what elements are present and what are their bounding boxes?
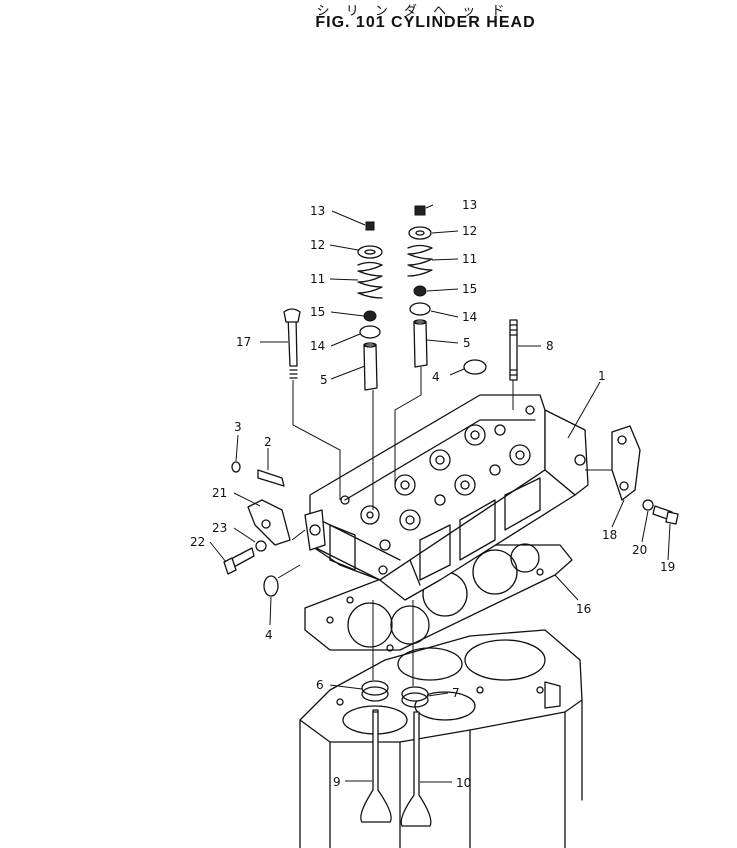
seal-ring-upper xyxy=(463,359,487,375)
callout-12-right: 12 xyxy=(462,224,477,238)
valve-stack-left xyxy=(357,221,383,391)
callout-2: 2 xyxy=(264,435,272,449)
callout-1: 1 xyxy=(598,369,606,383)
cylinder-head xyxy=(304,394,589,601)
callout-15-left: 15 xyxy=(310,305,325,319)
callout-18: 18 xyxy=(602,528,617,542)
callout-5-left: 5 xyxy=(320,373,328,387)
pipe xyxy=(257,469,285,487)
dowel-pin xyxy=(231,461,241,473)
callout-13-right: 13 xyxy=(462,198,477,212)
valve-stack-right xyxy=(407,205,433,368)
intake-valve xyxy=(360,709,392,823)
washer-right xyxy=(642,499,654,511)
callout-10: 10 xyxy=(456,776,471,790)
callout-13-left: 13 xyxy=(310,204,325,218)
callout-21: 21 xyxy=(212,486,227,500)
washer-left xyxy=(255,540,267,552)
valve-seat-insert-right xyxy=(401,686,429,702)
seal-ring-lower xyxy=(263,575,279,597)
callout-23: 23 xyxy=(212,521,227,535)
callout-14-right: 14 xyxy=(462,310,477,324)
callout-7: 7 xyxy=(452,686,460,700)
bolt-right xyxy=(652,505,679,525)
callout-3: 3 xyxy=(234,420,242,434)
callout-labels: 1 2 3 4 4 5 5 6 7 8 9 10 11 11 12 12 13 … xyxy=(190,198,675,790)
callout-8: 8 xyxy=(546,339,554,353)
callout-14-left: 14 xyxy=(310,339,325,353)
title-japanese: シ リ ン ダ ヘ ッ ド xyxy=(316,4,511,19)
callout-4-lower: 4 xyxy=(265,628,273,642)
callout-17: 17 xyxy=(236,335,251,349)
callout-15-right: 15 xyxy=(462,282,477,296)
bolt-left xyxy=(223,547,255,575)
callout-16: 16 xyxy=(576,602,591,616)
head-gasket xyxy=(304,543,573,652)
exhaust-valve xyxy=(400,711,432,827)
callout-12-left: 12 xyxy=(310,238,325,252)
hanger-bracket-left xyxy=(247,499,291,546)
leader-lines xyxy=(209,204,671,783)
callout-5-right: 5 xyxy=(463,336,471,350)
callout-19: 19 xyxy=(660,560,675,574)
stud-bolt xyxy=(509,319,518,381)
callout-22: 22 xyxy=(190,535,205,549)
callout-6: 6 xyxy=(316,678,324,692)
callout-4-upper: 4 xyxy=(432,370,440,384)
engine-block xyxy=(299,629,583,848)
valve-seat-insert-left xyxy=(361,680,389,696)
callout-11-right: 11 xyxy=(462,252,477,266)
figure-title: FIG. 101 CYLINDER HEAD xyxy=(315,14,536,31)
callout-11-left: 11 xyxy=(310,272,325,286)
head-bolt xyxy=(283,308,301,379)
callout-9: 9 xyxy=(333,775,341,789)
callout-20: 20 xyxy=(632,543,647,557)
